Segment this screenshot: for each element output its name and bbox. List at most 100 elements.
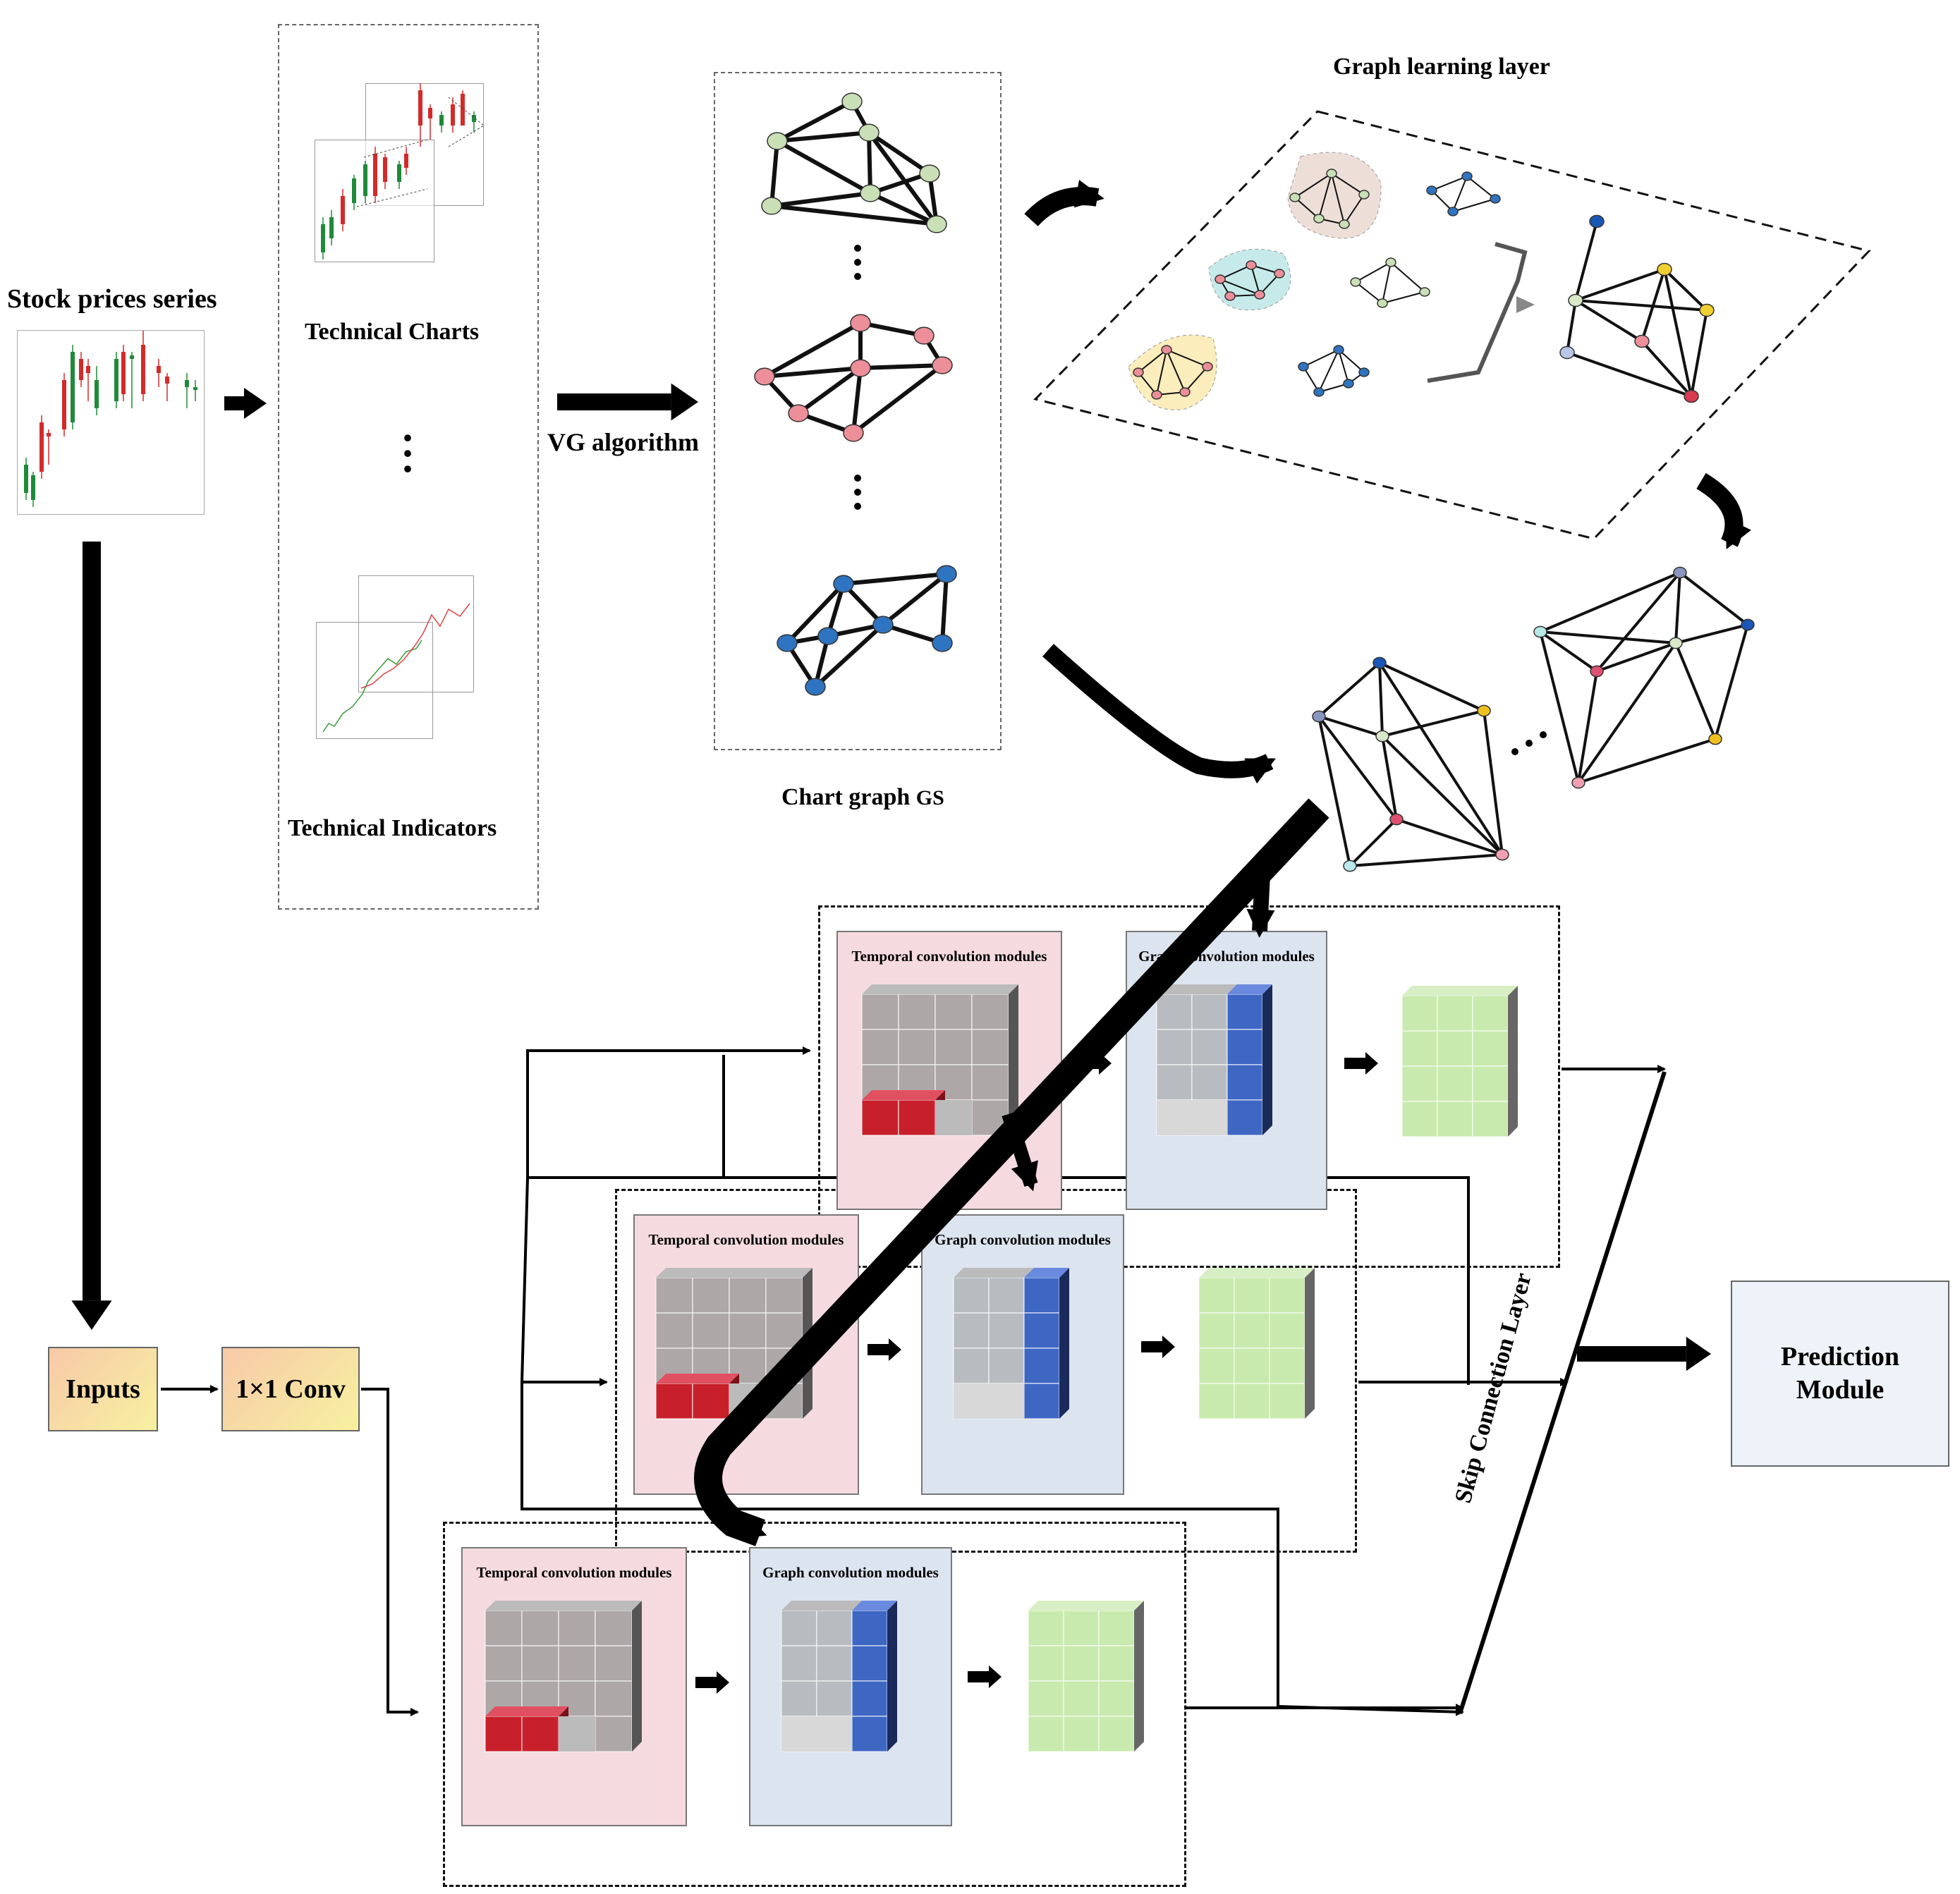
graph-edge [1390, 262, 1425, 293]
graph-node [850, 314, 871, 332]
graph-edge [1317, 715, 1398, 821]
graph-node [1274, 269, 1285, 279]
graph-module-label: Graph convolution modules [935, 1231, 1111, 1248]
candle-body [363, 164, 367, 196]
ellipsis-dot [854, 273, 861, 280]
graph-node [754, 367, 775, 386]
candle-body [418, 90, 422, 126]
graph-node [1289, 193, 1301, 202]
graph-node [761, 197, 782, 215]
graph-edge [869, 191, 938, 226]
graph-node [858, 123, 879, 142]
graph-edge [771, 191, 871, 208]
graph-edge [1156, 349, 1167, 396]
graph-edge [1166, 349, 1186, 393]
learned-graph [1559, 214, 1715, 403]
technical-chart-icon [321, 83, 485, 259]
graph-node [1298, 362, 1309, 372]
graph-edge [1714, 624, 1749, 740]
graph-edge [1539, 630, 1598, 673]
graph-node [1741, 618, 1755, 631]
output-graph-2 [1533, 566, 1755, 789]
graph-edge [1378, 661, 1504, 856]
temporal-module-label: Temporal convolution modules [851, 948, 1047, 965]
graph-node [1708, 733, 1722, 745]
output-graph-1 [1312, 656, 1509, 872]
graph-edge [867, 131, 939, 226]
stock-series-title: Stock prices series [7, 284, 217, 314]
trend-line [356, 188, 428, 207]
graph-edge [769, 140, 779, 207]
graph-edge [797, 366, 862, 415]
graph-node [1426, 185, 1437, 195]
graph-edge [1679, 571, 1749, 626]
graph-node [1657, 262, 1672, 276]
graph-node [1447, 207, 1459, 216]
graph-module-label: Graph convolution modules [1138, 948, 1315, 965]
graph-edge [1466, 176, 1496, 200]
conv-1x1-box: 1×1 Conv [221, 1347, 360, 1431]
graph-edge [777, 130, 870, 143]
graph-edge [1331, 173, 1345, 225]
graph-edge [1577, 642, 1677, 784]
graph-edge [1566, 300, 1577, 353]
indicator-chart-back [358, 575, 474, 692]
graph-node [1377, 298, 1388, 308]
vg-algorithm-label: VG algorithm [547, 428, 699, 456]
graph-node [1224, 291, 1236, 301]
ellipsis-dot [1540, 731, 1547, 738]
graph-node [850, 359, 871, 377]
graph-node [1133, 367, 1144, 377]
graph-edge [785, 582, 846, 645]
arrow-vg-head [671, 383, 698, 421]
graph-edge [1349, 818, 1398, 867]
graph-node [1350, 277, 1361, 287]
graph-edge [868, 130, 931, 176]
graph-edge [1250, 264, 1260, 295]
graph-edge [1355, 262, 1392, 283]
bracket-arrow [1516, 296, 1535, 313]
vertical-ellipsis-1: ··· [401, 415, 415, 492]
arrow-to-prediction-head [1686, 1336, 1711, 1371]
graph-edge [1674, 642, 1717, 740]
graph-node [1419, 287, 1430, 297]
graph-module-middle: Graph convolution modules [921, 1214, 1124, 1495]
graph-edge [763, 321, 862, 379]
graph-node [1312, 710, 1326, 723]
graph-edge [1539, 631, 1580, 783]
graph-node [932, 356, 953, 374]
graph-edge [1303, 366, 1320, 393]
graph-node [913, 326, 935, 345]
prediction-line-2: Module [1796, 1375, 1885, 1405]
arrow-conv-to-bottom-layer [361, 1388, 419, 1716]
graph-node [833, 575, 854, 593]
graph-edge [1349, 853, 1503, 867]
graph-node [1559, 346, 1575, 360]
chart-graph-blue [777, 565, 957, 696]
candle-body [373, 154, 377, 196]
indicator-line-green [322, 640, 422, 733]
graph-node [805, 678, 826, 696]
graph-edge [870, 171, 930, 195]
graph-edge [940, 573, 949, 644]
graph-edge [1317, 661, 1381, 718]
trend-line [448, 97, 485, 126]
graph-edge [1138, 349, 1167, 373]
graph-edge [1382, 262, 1392, 304]
chart-graph-symbol: GS [915, 786, 944, 809]
graph-edge [860, 321, 925, 338]
graph-node [1372, 656, 1387, 669]
candle-body [47, 433, 51, 436]
graph-node [1590, 665, 1604, 678]
graph-edge [1452, 176, 1468, 212]
graph-node [1571, 776, 1585, 789]
graph-edge [1540, 571, 1681, 633]
graph-node [767, 132, 788, 150]
graph-edge [1294, 197, 1320, 219]
candle-body [329, 217, 334, 238]
graph-node [1375, 730, 1389, 743]
graph-edge [1219, 264, 1252, 280]
graph-edge [1641, 340, 1693, 398]
graph-edge [1381, 735, 1398, 820]
